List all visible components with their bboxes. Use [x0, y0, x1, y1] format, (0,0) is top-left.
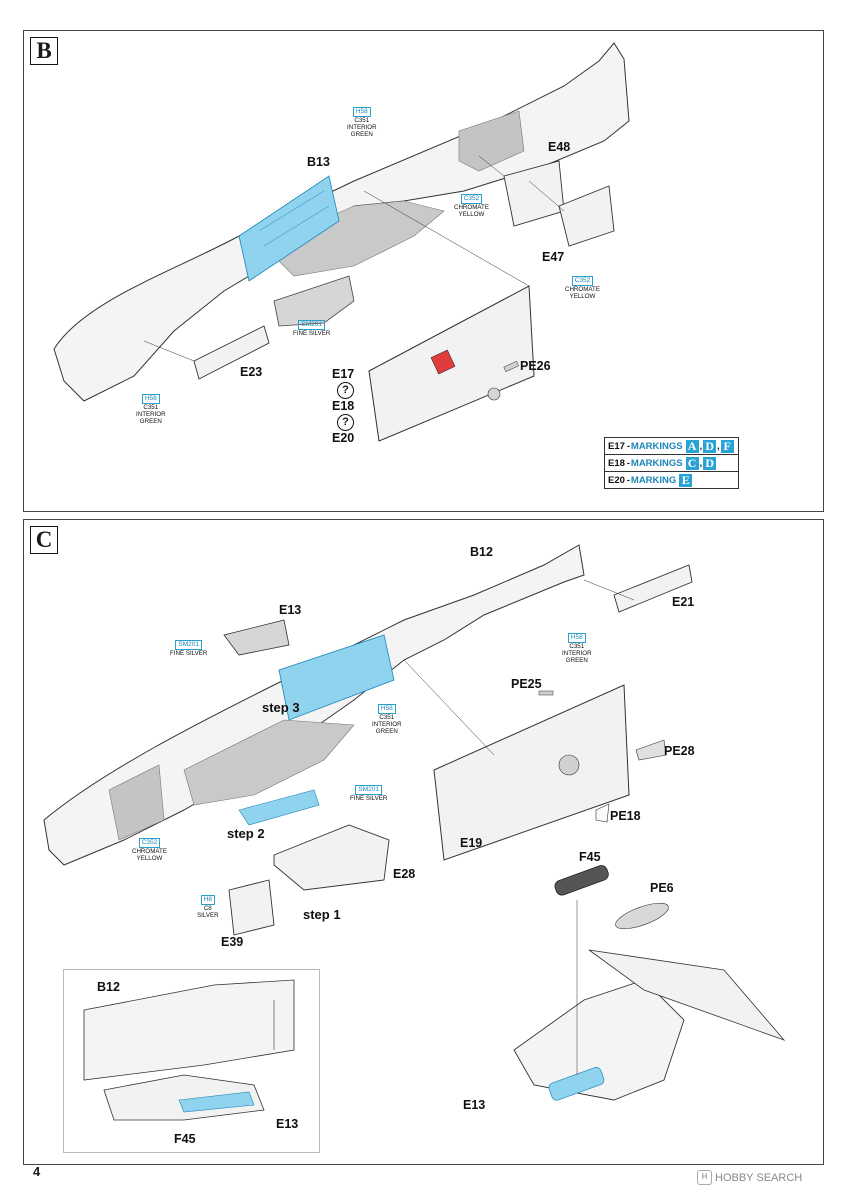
detail-inset: B12 F45 E13: [63, 969, 320, 1153]
paint-callout: H58 C351 INTERIOR GREEN: [347, 107, 377, 138]
markings-legend: E17 - MARKINGS A, D, F E18 - MARKINGS C,…: [604, 437, 739, 489]
radiator-blue: [548, 1067, 605, 1101]
part-pe26: [503, 360, 519, 373]
label-b13: B13: [307, 155, 330, 169]
step-3-label: step 3: [262, 700, 300, 715]
part-round-b: [487, 387, 501, 401]
part-e21: [613, 564, 693, 613]
part-e23: [193, 325, 270, 380]
paint-callout: C352 CHROMATE YELLOW: [565, 276, 600, 300]
label-e23: E23: [240, 365, 263, 379]
inset-drawing: [83, 979, 295, 1121]
label-e19: E19: [460, 836, 483, 850]
legend-row: E18 - MARKINGS C, D: [604, 454, 739, 471]
paint-callout: SM201 FINE SILVER: [350, 785, 388, 802]
inset-label-f45: F45: [174, 1132, 196, 1146]
label-e13: E13: [279, 603, 302, 617]
part-e47: [558, 185, 615, 247]
paint-callout: SM201 FINE SILVER: [170, 640, 208, 657]
label-e28: E28: [393, 867, 416, 881]
label-pe6: PE6: [650, 881, 674, 895]
question-mark-icon: ?: [337, 414, 354, 431]
step-1-label: step 1: [303, 907, 341, 922]
step-2-label: step 2: [227, 826, 265, 841]
label-pe18: PE18: [610, 809, 641, 823]
label-e18: E18: [332, 399, 355, 413]
label-e20: E20: [332, 431, 355, 445]
paint-callout: H58 C351 INTERIOR GREEN: [372, 704, 402, 735]
label-f45: F45: [579, 850, 601, 864]
part-e39: [228, 879, 275, 936]
inset-label-e13: E13: [276, 1117, 299, 1131]
paint-callout: H58 C351 INTERIOR GREEN: [562, 633, 592, 664]
part-f45: [554, 865, 609, 896]
label-e21: E21: [672, 595, 695, 609]
label-e48: E48: [548, 140, 571, 154]
part-pe25: [538, 690, 554, 696]
step-letter-b: B: [30, 37, 58, 65]
label-pe25: PE25: [511, 677, 542, 691]
label-pe28: PE28: [664, 744, 695, 758]
seat-b: [273, 275, 355, 327]
radiator-housing: [513, 979, 685, 1101]
instrument-panel-c: [278, 634, 395, 721]
fuselage-b-drawing: [53, 42, 630, 442]
label-pe26: PE26: [520, 359, 551, 373]
cockpit-shade-b: [263, 200, 445, 277]
inset-radiator-blue: [178, 1091, 255, 1113]
legend-row: E17 - MARKINGS A, D, F: [604, 437, 739, 454]
cockpit-shade-c: [183, 719, 355, 806]
part-e13: [223, 619, 290, 656]
label-e13-lower: E13: [463, 1098, 486, 1112]
part-pe28: [635, 739, 667, 761]
paint-callout: H8 C8 SILVER: [197, 895, 219, 919]
legend-row: E20 - MARKING E: [604, 471, 739, 489]
inset-label-b12: B12: [97, 980, 120, 994]
fuselage-c-drawing: [43, 544, 786, 1101]
paint-callout: C352 CHROMATE YELLOW: [132, 838, 167, 862]
part-pe18: [595, 803, 610, 823]
page-number: 4: [33, 1164, 41, 1179]
tailwell-shade-c: [108, 764, 165, 841]
paint-callout: SM201 FINE SILVER: [293, 320, 331, 337]
label-e17: E17: [332, 367, 355, 381]
part-pe6: [615, 902, 669, 930]
label-e39: E39: [221, 935, 244, 949]
wing-root-c: [588, 949, 786, 1041]
question-mark-icon: ?: [337, 382, 354, 399]
instrument-panel-b: [238, 175, 340, 282]
tailwell-shade-b: [458, 110, 525, 172]
watermark-logo-icon: H: [697, 1170, 712, 1185]
warning-placard: [430, 349, 456, 375]
rudder-pedals-c: [238, 789, 320, 826]
paint-callout: H58 C351 INTERIOR GREEN: [136, 394, 166, 425]
part-e28: [273, 824, 390, 891]
label-e47: E47: [542, 250, 565, 264]
watermark-text: HOBBY SEARCH: [715, 1171, 803, 1184]
watermark: H HOBBY SEARCH: [697, 1170, 802, 1185]
label-b12: B12: [470, 545, 493, 559]
step-panel-b: B B13 E48 E47 E23 PE26 E17 ? E1: [23, 30, 824, 512]
paint-callout: C352 CHROMATE YELLOW: [454, 194, 489, 218]
side-panel-c: [433, 684, 630, 861]
step-letter-c: C: [30, 526, 58, 554]
